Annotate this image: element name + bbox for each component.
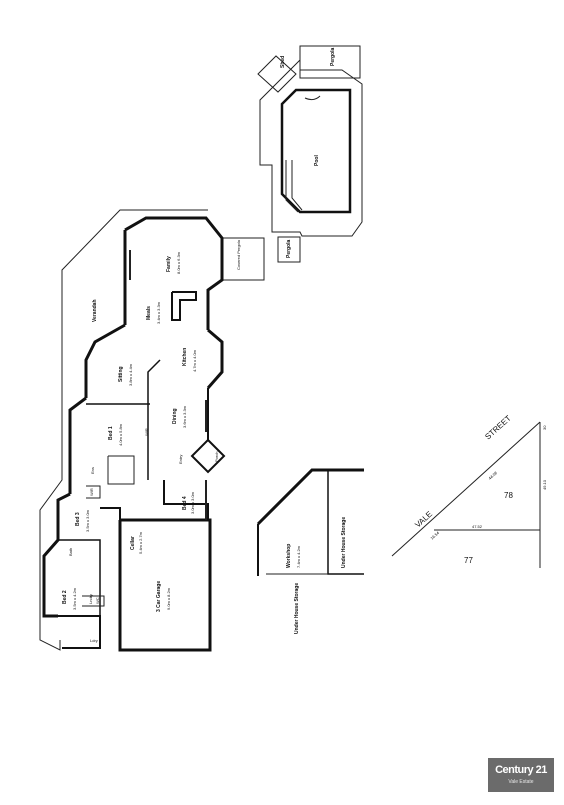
cellar-north <box>100 507 121 520</box>
pergola-side-label: Pergola <box>286 239 292 258</box>
family-label: Family <box>166 256 172 272</box>
kitchen-island <box>171 291 197 321</box>
verandah-outline <box>39 209 208 651</box>
bed3-label: Bed 3 <box>75 512 81 526</box>
bed4-size: 3.0m x 3.0m <box>190 491 195 514</box>
pergola-top-label: Pergola <box>330 47 336 66</box>
family-size: 8.0m x 6.3m <box>176 251 181 274</box>
pool-steps-2 <box>285 160 299 213</box>
sitting-size: 3.8m x 4.4m <box>128 363 133 386</box>
bed1-west-wall <box>68 396 87 494</box>
underhouse-north-wall <box>256 468 364 526</box>
street-name-2: STREET <box>483 414 513 442</box>
pool-outline <box>280 88 352 214</box>
pergola-side-outline <box>277 236 301 263</box>
family-wall <box>124 216 224 330</box>
dimension-5: 30 <box>542 425 547 430</box>
house-walls <box>39 209 226 652</box>
bed2-label: Bed 2 <box>62 590 68 604</box>
garage-size: 9.0m x 8.2m <box>166 587 171 610</box>
bed3-size: 3.5m x 3.0m <box>85 509 90 532</box>
dimension-1: 16.54 <box>429 530 440 541</box>
sitting-label: Sitting <box>118 366 124 382</box>
garage-label: 3 Car Garage <box>156 581 162 612</box>
bath-label: Bath <box>68 548 73 556</box>
site-plan: VALE STREET 16.54 44.08 47.52 49.10 30 7… <box>391 414 547 568</box>
east-windows <box>129 250 207 520</box>
bed3-bed2-wall <box>42 492 71 618</box>
kitchen-label: Kitchen <box>182 348 188 366</box>
bed2-south-wall <box>58 615 101 649</box>
kitchen-size: 4.7m x 4.0m <box>192 349 197 372</box>
pool-surround <box>259 59 363 237</box>
kitchen-bay <box>206 328 224 389</box>
verandah-label: Verandah <box>92 299 98 322</box>
garage-walls <box>118 518 212 652</box>
pool-steps <box>291 160 303 211</box>
ens-label: Ens <box>90 467 95 474</box>
bed1-size: 4.0m x 5.8m <box>118 423 123 446</box>
entry-label: Entry <box>178 455 183 464</box>
shed-outline <box>257 55 297 93</box>
wc-label: WC <box>95 597 100 604</box>
pool-area <box>221 45 363 281</box>
bed4-label: Bed 4 <box>182 496 188 510</box>
dining-label: Dining <box>172 408 178 424</box>
cellar-size: 5.4m x 2.7m <box>138 531 143 554</box>
workshop-label: Workshop <box>286 544 292 568</box>
sitting-wall <box>84 323 126 398</box>
under-house-storage-a-label: Under House Storage <box>341 517 347 568</box>
workshop-size: 7.4m x 4.2m <box>296 545 301 568</box>
under-house-storage-b-label: Under House Storage <box>294 583 300 634</box>
pergola-top-outline <box>299 45 361 79</box>
street-boundary <box>391 421 541 557</box>
wir-label-1: WIR <box>144 428 149 436</box>
room-labels: Shed Pergola Pool Covered Pergola Pergol… <box>62 47 336 643</box>
meals-label: Meals <box>146 306 152 320</box>
bed2-size: 3.5m x 4.2m <box>72 587 77 610</box>
under-house-plan: Workshop 7.4m x 4.2m Under House Storage… <box>256 468 364 634</box>
covered-pergola-label: Covered Pergola <box>236 239 241 270</box>
ldry-label: Ldry <box>90 638 98 643</box>
dimension-4: 49.10 <box>542 479 547 490</box>
ens-box <box>107 455 135 485</box>
dining-west-wall <box>147 359 161 480</box>
pool-label: Pool <box>314 155 320 166</box>
bed1-label: Bed 1 <box>108 426 114 440</box>
logo-brand-text: Century 21 <box>495 764 547 776</box>
wir-label-2: WIR <box>89 488 94 496</box>
dining-size: 3.6m x 3.3m <box>182 405 187 428</box>
wir-box <box>86 485 101 499</box>
century21-logo: Century 21 Vale Estate <box>488 758 554 792</box>
dimension-2: 44.08 <box>487 470 498 481</box>
logo-sub-text: Vale Estate <box>508 779 534 785</box>
pool-arc <box>304 95 321 101</box>
wc-box <box>82 595 105 607</box>
dimension-3: 47.52 <box>472 524 483 529</box>
lndry-label: Lndry <box>88 594 93 604</box>
covered-pergola-outline <box>221 237 265 281</box>
bath-walls <box>58 539 101 616</box>
lot-77-label: 77 <box>464 556 473 565</box>
porch-wall <box>190 388 226 474</box>
cellar-label: Cellar <box>130 536 136 550</box>
porch-label: Porch <box>214 452 219 462</box>
shed-label: Shed <box>280 56 286 68</box>
bed4-walls <box>163 480 209 520</box>
street-name-1: VALE <box>413 509 434 529</box>
meals-size: 3.4m x 3.3m <box>156 301 161 324</box>
lot-78-label: 78 <box>504 491 513 500</box>
